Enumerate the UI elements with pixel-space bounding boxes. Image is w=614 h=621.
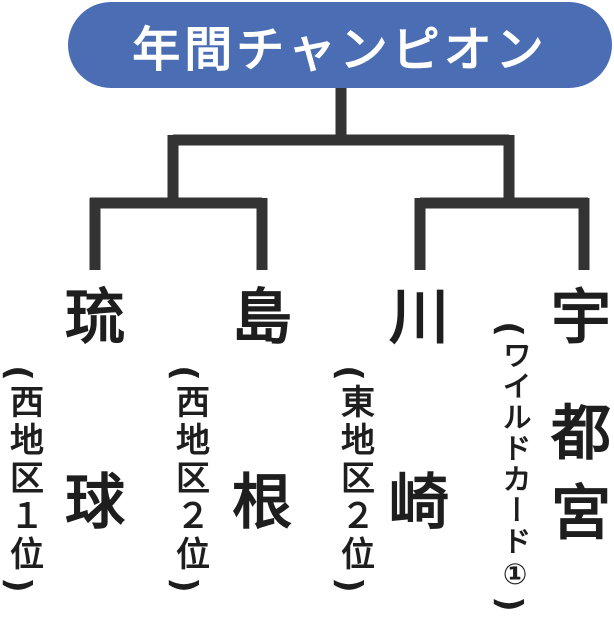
team-kawasaki-seed-label: 東地区２位 xyxy=(334,384,375,574)
team-shimane: 島 根 xyxy=(229,288,295,533)
team-shimane-seed-label: 西地区２位 xyxy=(169,384,210,574)
team-kawasaki-char-1: 川 xyxy=(389,283,449,353)
title-banner: 年間チャンピオン xyxy=(68,2,612,88)
paren-open: ( xyxy=(164,365,204,381)
paren-open: ( xyxy=(0,365,38,381)
paren-close: ) xyxy=(489,596,529,612)
team-ryukyu-char-2: 球 xyxy=(65,468,125,538)
team-utsunomiya: 宇 都 宮 xyxy=(548,288,614,544)
paren-open: ( xyxy=(329,365,369,381)
team-shimane-seed: ( 西地区２位 ) xyxy=(164,362,210,596)
team-kawasaki-seed: ( 東地区２位 ) xyxy=(329,362,375,596)
paren-close: ) xyxy=(164,577,204,593)
team-kawasaki-char-2: 崎 xyxy=(389,468,449,538)
team-ryukyu-seed: ( 西地区１位 ) xyxy=(0,362,44,596)
title: 年間チャンピオン xyxy=(132,22,548,78)
paren-close: ) xyxy=(0,577,38,593)
team-ryukyu-char-1: 琉 xyxy=(65,283,125,353)
team-utsunomiya-char-2: 都 xyxy=(551,399,611,469)
team-shimane-char-1: 島 xyxy=(232,283,292,353)
team-utsunomiya-seed-label: ワイルドカード① xyxy=(498,340,532,593)
team-kawasaki: 川 崎 xyxy=(386,288,452,533)
paren-open: ( xyxy=(489,321,529,337)
paren-close: ) xyxy=(329,577,369,593)
team-utsunomiya-seed: ( ワイルドカード① ) xyxy=(489,318,533,615)
team-utsunomiya-char-3: 宮 xyxy=(551,479,611,549)
team-ryukyu: 琉 球 xyxy=(62,288,128,533)
team-ryukyu-seed-label: 西地区１位 xyxy=(3,384,44,574)
team-utsunomiya-char-1: 宇 xyxy=(551,283,611,353)
team-shimane-char-2: 根 xyxy=(232,468,292,538)
